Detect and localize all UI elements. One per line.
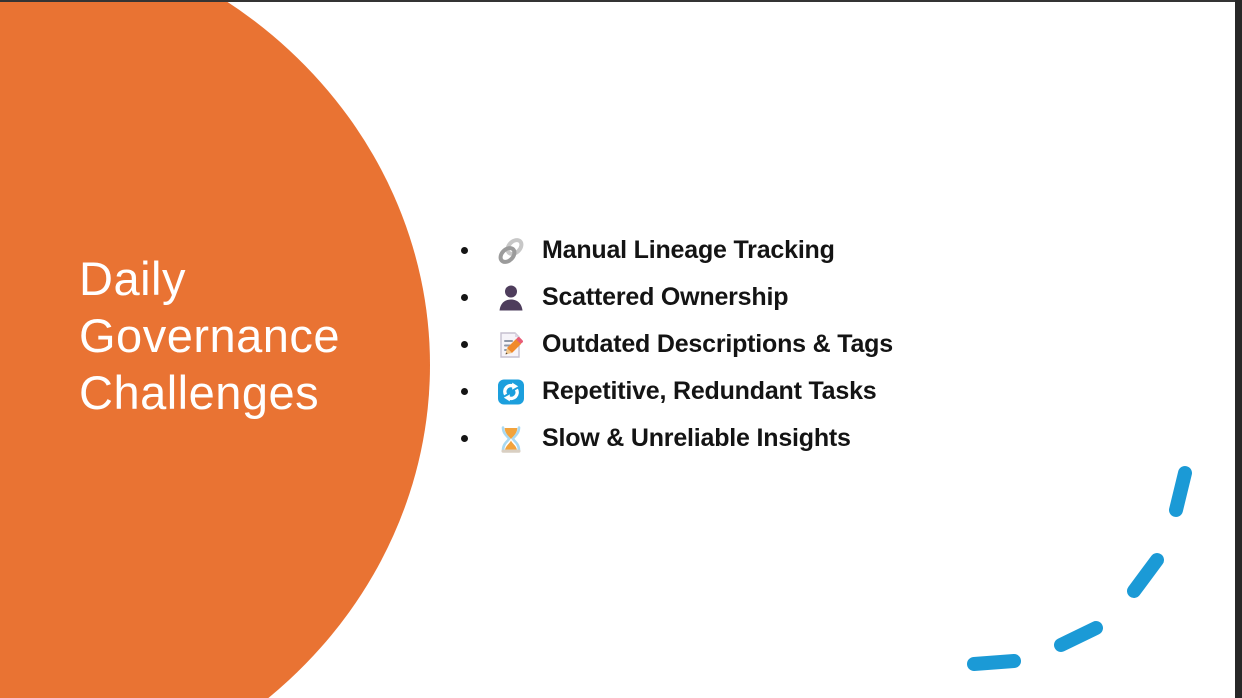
list-item: Manual Lineage Tracking — [455, 227, 893, 274]
challenges-bullet-list: Manual Lineage Tracking Scattered Owners… — [455, 227, 893, 462]
list-item-label: Outdated Descriptions & Tags — [542, 330, 893, 358]
list-item-label: Slow & Unreliable Insights — [542, 424, 851, 452]
list-item: Outdated Descriptions & Tags — [455, 321, 893, 368]
slide-title-line-3: Challenges — [79, 366, 320, 419]
link-icon — [496, 236, 526, 266]
list-item-label: Manual Lineage Tracking — [542, 236, 835, 264]
window-top-edge — [0, 0, 1242, 2]
window-right-edge — [1235, 0, 1242, 698]
memo-icon — [496, 330, 526, 360]
bullet-point — [461, 435, 468, 442]
list-item: Slow & Unreliable Insights — [455, 415, 893, 462]
bullet-point — [461, 341, 468, 348]
sync-icon — [496, 377, 526, 407]
slide-title-line-1: Daily — [79, 252, 186, 305]
list-item-label: Repetitive, Redundant Tasks — [542, 377, 877, 405]
bullet-point — [461, 247, 468, 254]
person-icon — [496, 283, 526, 313]
slide-title-line-2: Governance — [79, 309, 341, 362]
bullet-point — [461, 388, 468, 395]
hourglass-icon — [496, 424, 526, 454]
list-item: Scattered Ownership — [455, 274, 893, 321]
slide-title: Daily Governance Challenges — [79, 250, 340, 421]
list-item-label: Scattered Ownership — [542, 283, 789, 311]
bullet-point — [461, 294, 468, 301]
list-item: Repetitive, Redundant Tasks — [455, 368, 893, 415]
